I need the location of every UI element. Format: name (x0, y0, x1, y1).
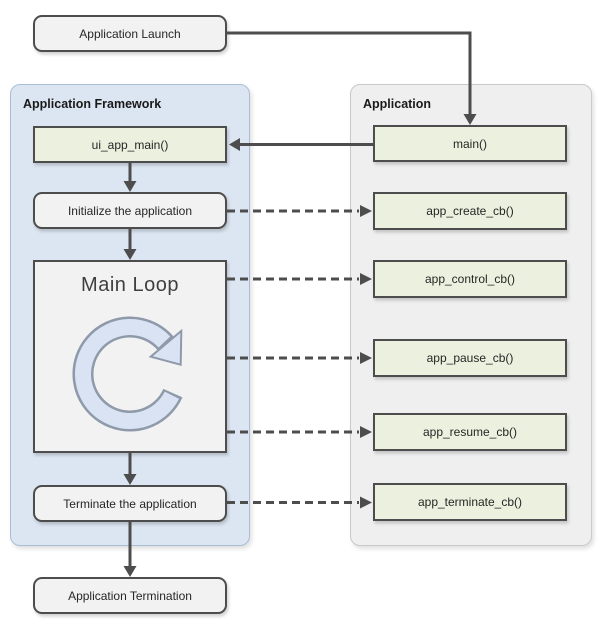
ui-app-main-label: ui_app_main() (91, 137, 169, 152)
app-terminate-cb-box: app_terminate_cb() (373, 483, 567, 521)
framework-panel-title: Application Framework (23, 97, 162, 111)
main-loop-box: Main Loop (33, 260, 227, 453)
application-launch-label: Application Launch (79, 26, 181, 41)
app-pause-cb-label: app_pause_cb() (426, 351, 514, 365)
app-terminate-cb-label: app_terminate_cb() (417, 495, 523, 509)
main-loop-label: Main Loop (81, 274, 179, 296)
application-launch-node: Application Launch (33, 15, 227, 52)
application-termination-label: Application Termination (68, 588, 192, 603)
app-resume-cb-label: app_resume_cb() (422, 425, 518, 439)
main-function-label: main() (452, 136, 487, 151)
app-resume-cb-box: app_resume_cb() (373, 413, 567, 451)
app-pause-cb-box: app_pause_cb() (373, 339, 567, 377)
application-termination-node: Application Termination (33, 577, 227, 614)
application-panel-title: Application (363, 97, 432, 111)
initialize-application-box: Initialize the application (33, 192, 227, 229)
terminate-application-box: Terminate the application (33, 485, 227, 522)
initialize-application-label: Initialize the application (67, 203, 193, 218)
app-control-cb-box: app_control_cb() (373, 260, 567, 298)
terminate-application-label: Terminate the application (63, 496, 197, 511)
app-create-cb-box: app_create_cb() (373, 192, 567, 230)
app-create-cb-label: app_create_cb() (426, 204, 514, 218)
ui-app-main-box: ui_app_main() (33, 126, 227, 163)
main-function-box: main() (373, 125, 567, 162)
app-control-cb-label: app_control_cb() (424, 272, 516, 286)
